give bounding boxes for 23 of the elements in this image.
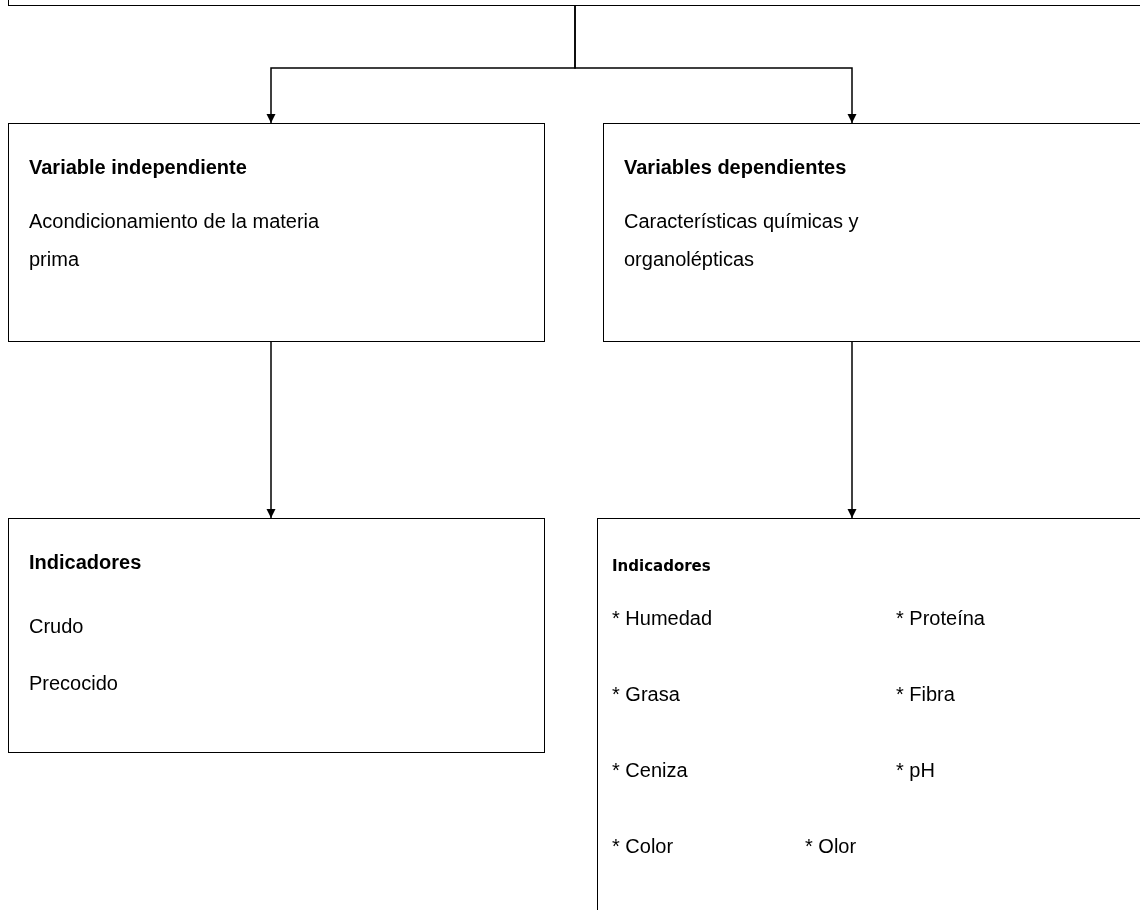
arrow bbox=[574, 5, 857, 124]
box-text: * Color bbox=[612, 834, 674, 859]
box-text: Crudo bbox=[29, 614, 84, 639]
box-text: * pH bbox=[896, 758, 935, 783]
box-text: * Proteína bbox=[896, 606, 985, 631]
box-text: * Ceniza bbox=[612, 758, 688, 783]
box-text: Características químicas y organolépticas bbox=[624, 209, 860, 272]
box-text: * Fibra bbox=[896, 682, 955, 707]
heading: Indicadores bbox=[612, 556, 711, 577]
box-text: * Grasa bbox=[612, 682, 680, 707]
heading: Variables dependientes bbox=[624, 155, 847, 180]
arrow bbox=[847, 341, 857, 519]
process-box bbox=[8, 518, 545, 753]
arrow bbox=[266, 341, 276, 519]
process-box bbox=[597, 518, 1140, 910]
box-text: Precocido bbox=[29, 671, 118, 696]
box-text: Acondicionamiento de la materia prima bbox=[29, 209, 321, 272]
process-box bbox=[8, 123, 545, 342]
box-text: * Olor bbox=[805, 834, 857, 859]
process-box bbox=[603, 123, 1140, 342]
box-text: * Humedad bbox=[612, 606, 713, 631]
heading: Indicadores bbox=[29, 550, 142, 575]
heading: Variable independiente bbox=[29, 155, 247, 180]
